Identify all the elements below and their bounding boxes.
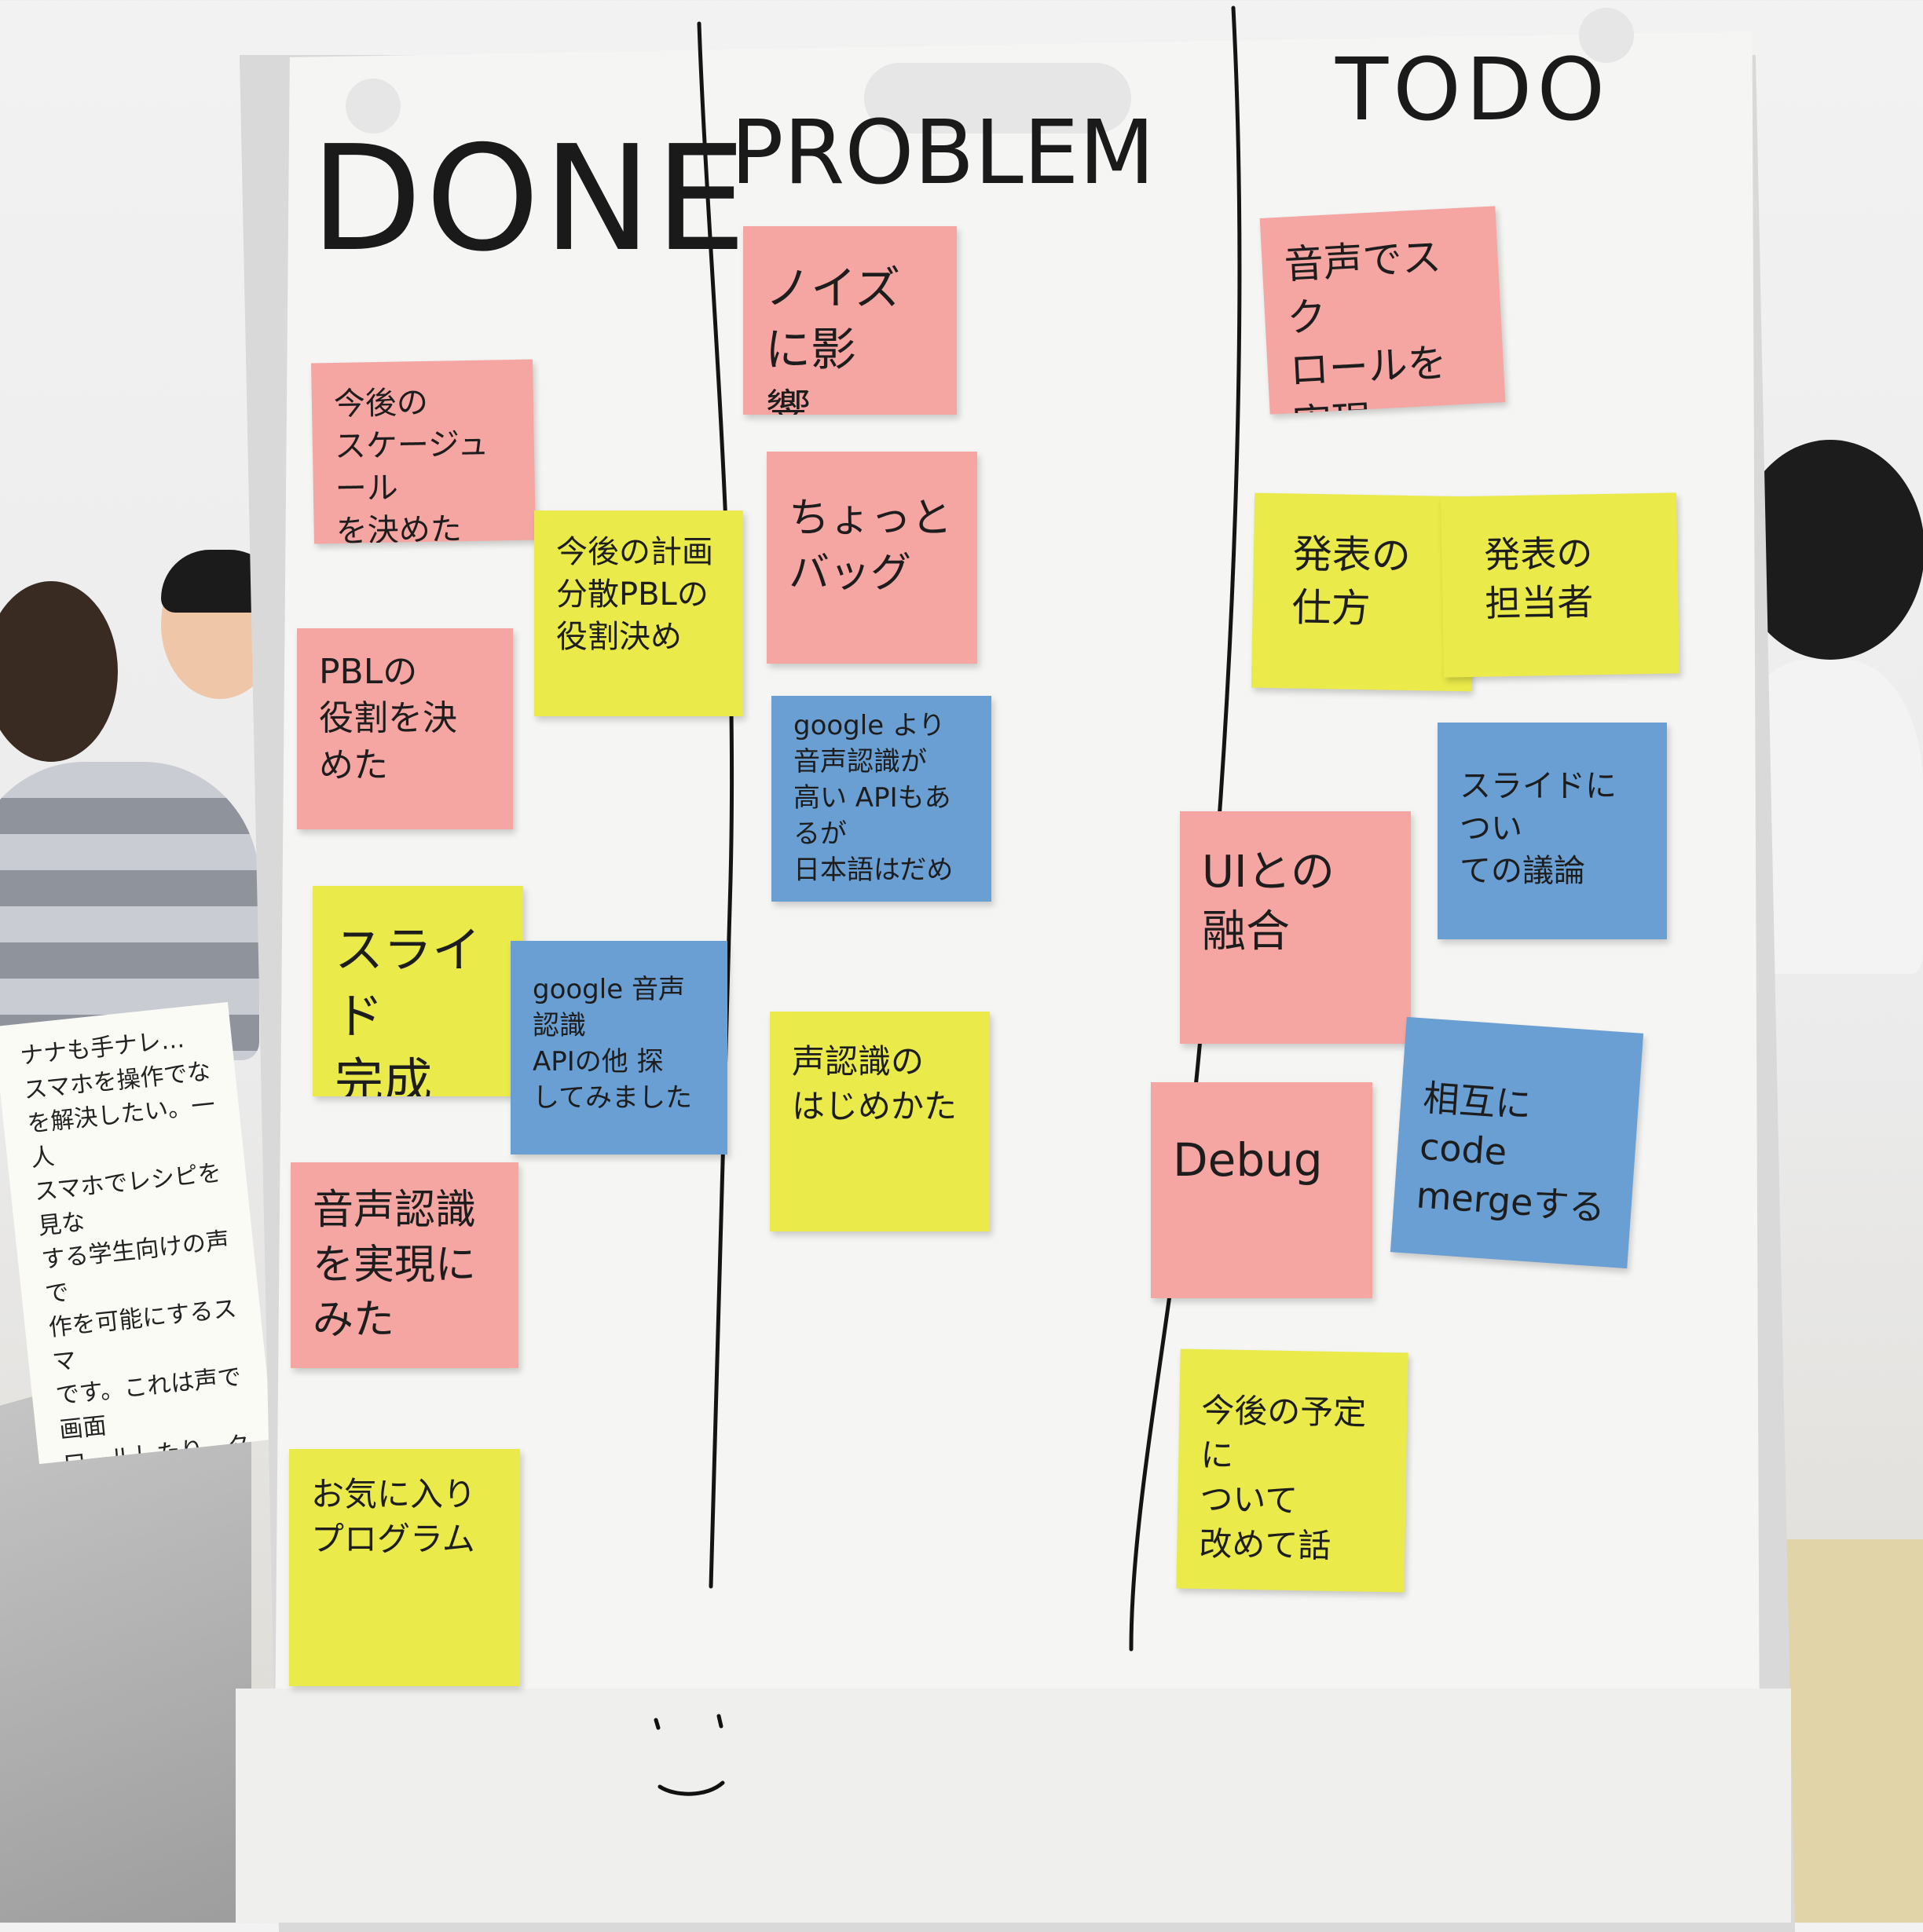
sticky-note: 今後の スケージュール を決めた [311, 359, 536, 544]
board-hole [1579, 8, 1634, 63]
note-text: スライド 完成 [335, 921, 482, 1096]
paper-sheet-text: ナナも手ナレ… スマホを操作でな を解決したい。一人 スマホでレシピを見な する… [18, 1025, 251, 1465]
sticky-note: UIとの 融合 [1180, 811, 1411, 1044]
sticky-note: 音声でスク ロールを実現 [1259, 206, 1506, 415]
note-text: UIとの 融合 [1202, 847, 1335, 957]
note-text: 音声でスク ロールを実現 [1283, 234, 1449, 415]
note-text: google より 音声認識が 高い APIもあるが 日本語はだめ [793, 710, 954, 886]
sticky-note: google 音声認識 APIの他 探 してみました [511, 941, 727, 1154]
smiley-doodle [654, 1714, 725, 1796]
sticky-note: ノイズに影 響 [743, 226, 957, 415]
sticky-note: スライド 完成 [313, 886, 523, 1096]
board-hole [346, 79, 401, 134]
column-header-problem: PROBLEM [731, 102, 1156, 204]
note-text: 音声認識 を実現に みた [313, 1187, 477, 1345]
board-lower-sheet [236, 1689, 1791, 1923]
note-text: 相互にcode mergeする [1415, 1076, 1607, 1230]
column-header-done: DONE [310, 114, 750, 284]
note-text: 発表の 担当者 [1483, 532, 1594, 625]
note-text: 発表の 仕方 [1291, 531, 1412, 631]
sticky-note: スライドについ ての議論 [1438, 723, 1667, 939]
sticky-note: 今後の計画 分散PBLの 役割決め [534, 510, 743, 716]
sticky-note: 相互にcode mergeする [1390, 1016, 1644, 1269]
sticky-note: google より 音声認識が 高い APIもあるが 日本語はだめ [771, 696, 991, 902]
sticky-note: 発表の 担当者 [1441, 492, 1679, 678]
sticky-note: お気に入り プログラム [289, 1449, 520, 1686]
note-text: 声認識の はじめかた [792, 1042, 958, 1125]
board-hole [864, 63, 1131, 134]
sticky-note: PBLの 役割を決 めた [297, 628, 513, 829]
sticky-note: 音声認識 を実現に みた [291, 1162, 518, 1368]
sticky-note: Debug [1151, 1082, 1372, 1298]
note-text: Debug [1173, 1133, 1323, 1187]
note-text: ノイズに影 響 [765, 262, 901, 415]
sticky-note: 声認識の はじめかた [770, 1012, 990, 1231]
sticky-note: 今後の予定に ついて 改めて話 [1176, 1348, 1408, 1593]
sticky-note: ちょっと バッグ [767, 452, 977, 664]
note-text: 今後の計画 分散PBLの 役割決め [556, 534, 713, 655]
column-header-todo: TODO [1335, 39, 1610, 140]
paper-sheet: ナナも手ナレ… スマホを操作でな を解決したい。一人 スマホでレシピを見な する… [0, 1001, 274, 1465]
note-text: 今後の予定に ついて 改めて話 [1198, 1390, 1367, 1565]
note-text: 今後の スケージュール を決めた [333, 384, 489, 544]
divider-left [697, 21, 734, 1589]
note-text: PBLの 役割を決 めた [319, 652, 457, 785]
note-text: お気に入り プログラム [311, 1475, 477, 1558]
note-text: google 音声認識 APIの他 探 してみました [533, 974, 692, 1114]
note-text: スライドについ ての議論 [1460, 768, 1617, 889]
note-text: ちょっと バッグ [789, 495, 953, 598]
